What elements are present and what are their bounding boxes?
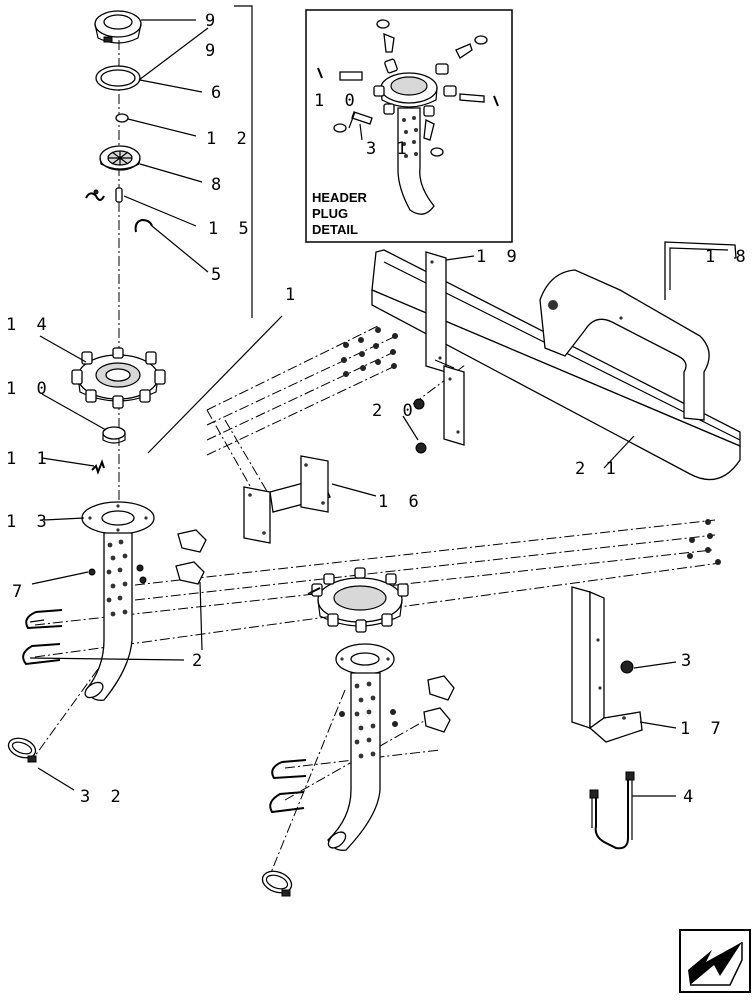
back-arrow-icon[interactable] xyxy=(679,929,751,993)
callout-18: 1 8 xyxy=(705,247,751,267)
callout-9: 9 xyxy=(205,41,220,61)
callout-11: 1 1 xyxy=(6,449,52,469)
callout-4: 4 xyxy=(683,787,698,807)
inset-title-line1: HEADER xyxy=(312,190,368,205)
callout-3: 3 xyxy=(681,651,696,671)
hose-clamp-right xyxy=(261,870,293,897)
callout-10: 1 0 xyxy=(6,379,52,399)
inset-header-plug-detail: HEADER PLUG DETAIL xyxy=(305,9,513,243)
callout-21: 2 1 xyxy=(575,459,621,479)
flange-tube-right xyxy=(327,643,395,851)
part-5-clip xyxy=(134,218,153,233)
part-1-bracket-outline xyxy=(147,5,283,454)
manifold-right xyxy=(307,567,409,633)
callout-12: 1 2 xyxy=(206,129,252,149)
callout-9-top: 9 xyxy=(205,11,220,31)
part-16-mount-bracket xyxy=(243,455,331,544)
callout-19: 1 9 xyxy=(476,247,522,267)
part-10-clamp xyxy=(102,426,126,444)
callout-16: 1 6 xyxy=(378,492,424,512)
callout-13: 1 3 xyxy=(6,512,52,532)
callout-2: 2 xyxy=(192,651,207,671)
part-4-u-bolt xyxy=(589,771,635,850)
callout-14: 1 4 xyxy=(6,315,52,335)
inset-title-line2: PLUG xyxy=(312,206,348,221)
part-9-cap xyxy=(94,10,142,44)
inset-title-line3: DETAIL xyxy=(312,222,358,237)
part-8-disc xyxy=(99,145,141,171)
callout-8: 8 xyxy=(211,175,226,195)
tube-holes-left xyxy=(106,539,128,617)
part-11-spring xyxy=(91,459,105,475)
part-12-o-ring xyxy=(115,113,129,123)
inset-callout-10: 1 0 xyxy=(314,91,360,111)
inset-callout-31: 3 1 xyxy=(366,139,412,159)
callout-5: 5 xyxy=(211,265,226,285)
saddle-brackets-right xyxy=(423,675,455,733)
saddle-brackets xyxy=(175,529,207,585)
part-2-u-bolts xyxy=(22,609,63,666)
leader-lines xyxy=(29,19,736,797)
callout-17: 1 7 xyxy=(680,719,726,739)
nuts-right xyxy=(339,709,398,727)
callout-1: 1 xyxy=(285,285,300,305)
part-18-handle xyxy=(539,241,737,421)
callout-labels: 9 9 6 1 2 8 1 5 5 1 1 4 1 0 1 1 1 3 7 2 … xyxy=(6,11,751,807)
callout-20: 2 0 xyxy=(372,401,418,421)
part-19-plate xyxy=(425,251,465,446)
clip-dot xyxy=(93,189,99,195)
part-15-pin xyxy=(115,187,123,203)
part-3-nut xyxy=(620,660,634,674)
part-14-manifold xyxy=(71,347,166,409)
callout-6: 6 xyxy=(211,83,226,103)
part-6-gasket xyxy=(95,65,141,91)
part-13-flange-tube xyxy=(81,501,155,701)
tube-holes-right xyxy=(354,681,376,759)
part-32-hose-clamp xyxy=(7,737,37,763)
clip-left xyxy=(85,192,105,201)
part-17-l-bracket xyxy=(571,586,643,743)
callout-15: 1 5 xyxy=(208,219,254,239)
nuts-far-right xyxy=(687,519,721,565)
part-7-nuts xyxy=(88,564,147,584)
part-20-nuts xyxy=(341,327,427,454)
callout-7: 7 xyxy=(12,582,27,602)
u-bolts-right xyxy=(269,759,307,814)
callout-32: 3 2 xyxy=(80,787,126,807)
